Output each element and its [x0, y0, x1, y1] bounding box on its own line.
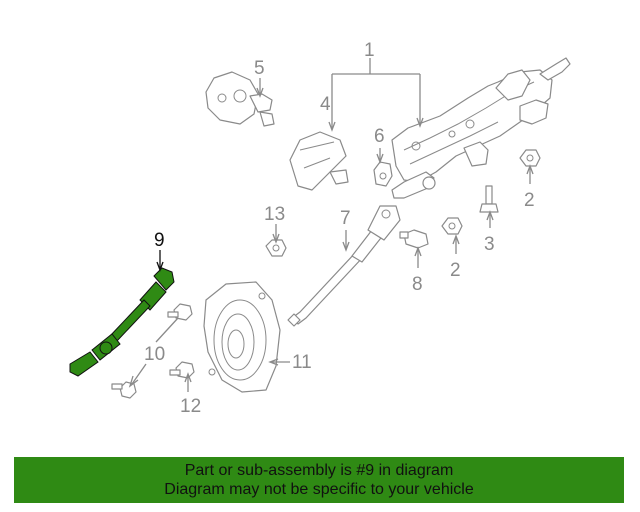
vehicle-info-banner: Part or sub-assembly is #9 in diagram Di… [14, 457, 624, 503]
part-2-nut-upper[interactable] [519, 149, 541, 167]
part-3-bolt[interactable] [479, 185, 499, 213]
banner-line-disclaimer: Diagram may not be specific to your vehi… [164, 481, 474, 498]
callout-13: 13 [264, 204, 285, 225]
part-1-steering-column[interactable] [391, 57, 571, 199]
banner-line-part: Part or sub-assembly is #9 in diagram [184, 462, 454, 479]
callout-4: 4 [320, 94, 331, 115]
part-11-cover[interactable] [203, 281, 281, 393]
callout-3: 3 [484, 234, 495, 255]
part-9-steering-shaft[interactable] [69, 267, 175, 377]
callout-5: 5 [254, 58, 265, 79]
part-4-bracket[interactable] [289, 131, 349, 191]
callout-12: 12 [180, 396, 201, 417]
part-5-bracket[interactable] [205, 71, 275, 127]
callout-2-lower: 2 [450, 260, 461, 281]
part-12-bolt[interactable] [169, 361, 195, 379]
part-7-intermediate-shaft[interactable] [287, 205, 401, 327]
callout-2-upper: 2 [524, 190, 535, 211]
callout-11: 11 [292, 352, 312, 373]
part-10-bolt-lower[interactable] [111, 381, 137, 399]
callout-10: 10 [144, 344, 165, 365]
callout-6: 6 [374, 126, 385, 147]
callout-1: 1 [364, 40, 375, 61]
part-6-clip[interactable] [373, 161, 393, 187]
leader-lines [128, 58, 534, 392]
callout-8: 8 [412, 274, 423, 295]
part-2-nut-lower[interactable] [441, 217, 463, 235]
part-10-bolt-upper[interactable] [167, 303, 193, 321]
callout-7: 7 [340, 208, 351, 229]
part-13-nut[interactable] [265, 239, 287, 257]
part-8-bolt[interactable] [399, 229, 429, 249]
callout-9: 9 [154, 230, 165, 251]
